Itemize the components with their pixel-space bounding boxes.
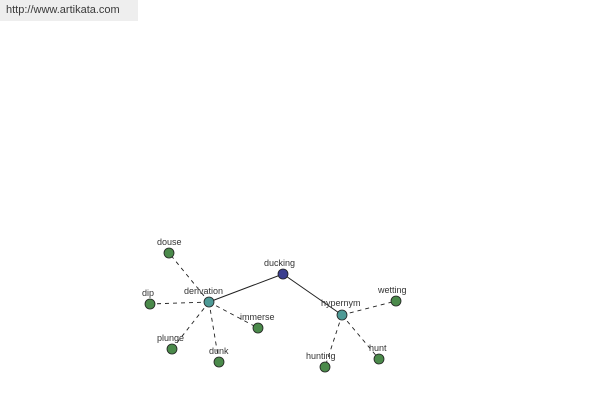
node-hunt[interactable]: [373, 353, 385, 365]
node-dunk[interactable]: [213, 356, 225, 368]
label-hunting[interactable]: hunting: [306, 351, 336, 361]
label-dunk[interactable]: dunk: [209, 346, 229, 356]
label-immerse[interactable]: immerse: [240, 312, 275, 322]
label-plunge[interactable]: plunge: [157, 333, 184, 343]
edge-ducking-derivation: [208, 273, 284, 303]
label-derivation[interactable]: derivation: [184, 286, 223, 296]
edge-hypernym-hunt: [341, 314, 380, 360]
edge-hypernym-hunting: [324, 314, 343, 368]
node-plunge[interactable]: [166, 343, 178, 355]
edge-derivation-dunk: [208, 301, 220, 363]
edge-derivation-dip: [149, 301, 210, 305]
label-wetting[interactable]: wetting: [377, 285, 407, 295]
site-url-link[interactable]: http://www.artikata.com: [0, 0, 138, 21]
edge-derivation-immerse: [208, 301, 259, 329]
edge-hypernym-wetting: [341, 300, 397, 316]
node-dip[interactable]: [144, 298, 156, 310]
edge-derivation-plunge: [171, 301, 210, 350]
node-douse[interactable]: [163, 247, 175, 259]
edge-derivation-douse: [168, 252, 210, 303]
node-derivation[interactable]: [203, 296, 215, 308]
graph-edges: [149, 252, 397, 368]
node-ducking[interactable]: [277, 268, 289, 280]
label-hunt[interactable]: hunt: [369, 343, 387, 353]
graph-labels: ducking derivation hypernym douse dip pl…: [142, 237, 407, 361]
label-hypernym[interactable]: hypernym: [321, 298, 361, 308]
node-hypernym[interactable]: [336, 309, 348, 321]
label-ducking[interactable]: ducking: [264, 258, 295, 268]
node-wetting[interactable]: [390, 295, 402, 307]
label-douse[interactable]: douse: [157, 237, 182, 247]
node-hunting[interactable]: [319, 361, 331, 373]
node-immerse[interactable]: [252, 322, 264, 334]
graph-nodes: [144, 247, 402, 373]
edge-ducking-hypernym: [282, 273, 343, 316]
label-dip[interactable]: dip: [142, 288, 154, 298]
